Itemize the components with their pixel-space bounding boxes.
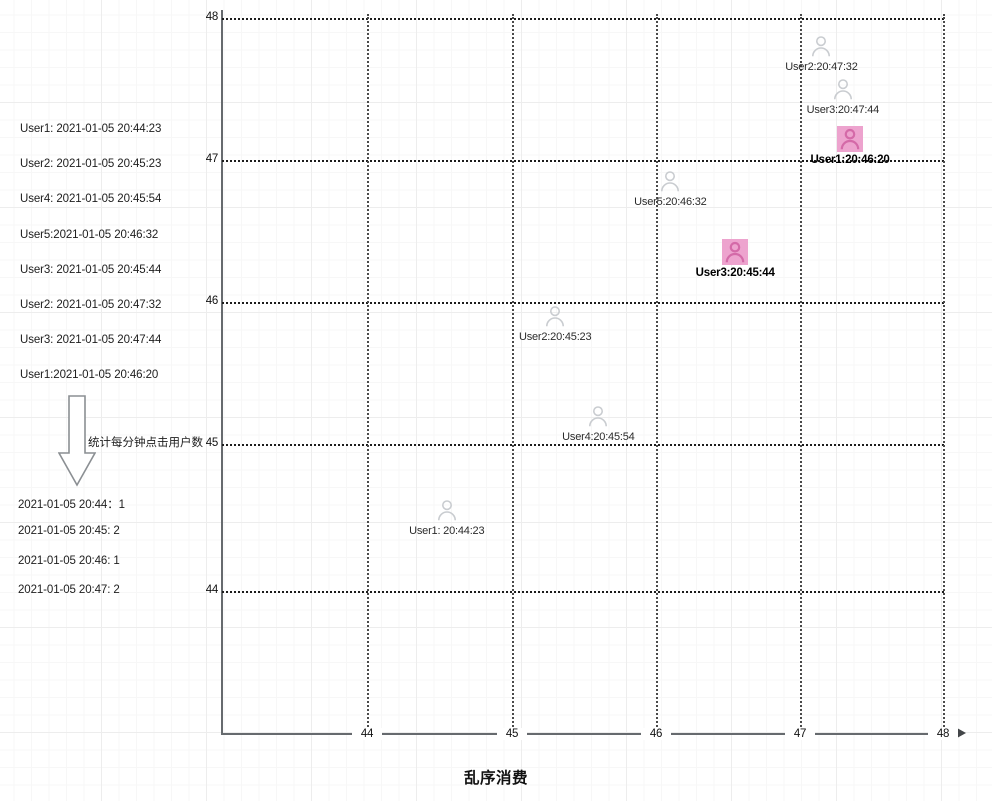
user-icon <box>542 303 568 329</box>
x-tick-label-48: 48 <box>928 728 958 740</box>
y-tick-44: 44 <box>188 584 219 598</box>
user-icon-highlighted <box>837 125 864 152</box>
aggregate-list-item: 2021-01-05 20:44：1 <box>18 499 125 511</box>
down-arrow-icon <box>58 395 96 487</box>
aggregate-list-item: 2021-01-05 20:47: 2 <box>18 583 120 596</box>
event-list-item: User1: 2021-01-05 20:44:23 <box>20 123 162 135</box>
chart-title: 乱序消费 <box>463 770 528 787</box>
y-tick-47: 47 <box>188 153 219 167</box>
data-point-label: User5:20:46:32 <box>634 196 707 209</box>
aggregate-list-item: 2021-01-05 20:45: 2 <box>18 525 120 538</box>
user-icon <box>808 33 834 59</box>
gridline-vertical-46 <box>656 14 658 734</box>
user-icon <box>657 168 683 194</box>
user-icon <box>830 76 856 102</box>
y-tick-label-44: 44 <box>205 584 219 596</box>
x-tick-label-44: 44 <box>352 728 382 740</box>
gridline-horizontal-46 <box>222 302 944 304</box>
event-list-item: User3: 2021-01-05 20:47:44 <box>20 334 162 347</box>
y-tick-48: 48 <box>188 11 219 25</box>
data-point[interactable]: User3:20:47:44 <box>783 76 903 116</box>
gridline-horizontal-44 <box>222 591 944 593</box>
data-point[interactable]: User1:20:46:20 <box>790 125 910 166</box>
data-point-label: User2:20:47:32 <box>785 61 858 74</box>
data-point[interactable]: User2:20:47:32 <box>761 33 881 73</box>
user-icon <box>585 403 611 429</box>
data-point-label: User4:20:45:54 <box>562 430 635 443</box>
data-point[interactable]: User1: 20:44:23 <box>387 497 507 537</box>
event-list-item: User1:2021-01-05 20:46:20 <box>20 369 159 382</box>
data-point-label: User1:20:46:20 <box>810 153 890 166</box>
data-point-label: User2:20:45:23 <box>518 331 592 344</box>
gridline-horizontal-48 <box>222 18 944 20</box>
x-tick-label-46: 46 <box>641 728 671 740</box>
y-tick-46: 46 <box>188 295 219 309</box>
data-point[interactable]: User2:20:45:23 <box>495 303 615 343</box>
user-icon-highlighted <box>722 239 749 266</box>
y-axis-line <box>221 10 223 735</box>
y-tick-45: 45 <box>188 437 219 451</box>
y-tick-label-46: 46 <box>205 295 219 307</box>
event-list-item: User4: 2021-01-05 20:45:54 <box>20 193 162 206</box>
user-icon <box>434 497 460 523</box>
event-list-item: User2: 2021-01-05 20:45:23 <box>20 158 162 171</box>
annotation-caption: 统计每分钟点击用户数 <box>88 437 203 449</box>
data-point[interactable]: User4:20:45:54 <box>538 403 658 443</box>
data-point-label: User1: 20:44:23 <box>409 525 485 538</box>
gridline-horizontal-45 <box>222 444 944 446</box>
x-tick-label-45: 45 <box>497 728 527 740</box>
gridline-vertical-47 <box>800 14 802 734</box>
aggregate-list-item: 2021-01-05 20:46: 1 <box>18 554 120 567</box>
data-point[interactable]: User5:20:46:32 <box>610 168 730 208</box>
x-axis-arrow-icon <box>957 728 966 738</box>
gridline-vertical-45 <box>512 14 514 734</box>
event-list-item: User2: 2021-01-05 20:47:32 <box>20 299 162 311</box>
y-tick-label-48: 48 <box>205 11 219 23</box>
x-axis-line <box>221 733 959 735</box>
event-list-item: User3: 2021-01-05 20:45:44 <box>20 263 162 276</box>
event-list-item: User5:2021-01-05 20:46:32 <box>20 228 159 241</box>
gridline-vertical-48 <box>943 14 945 734</box>
gridline-vertical-44 <box>367 14 369 734</box>
data-point[interactable]: User3:20:45:44 <box>675 239 795 279</box>
gridline-horizontal-47 <box>222 160 944 162</box>
data-point-label: User3:20:45:44 <box>695 267 775 280</box>
y-tick-label-45: 45 <box>205 437 219 449</box>
data-point-label: User3:20:47:44 <box>806 104 880 116</box>
x-tick-label-47: 47 <box>785 728 815 740</box>
y-tick-label-47: 47 <box>205 153 219 165</box>
